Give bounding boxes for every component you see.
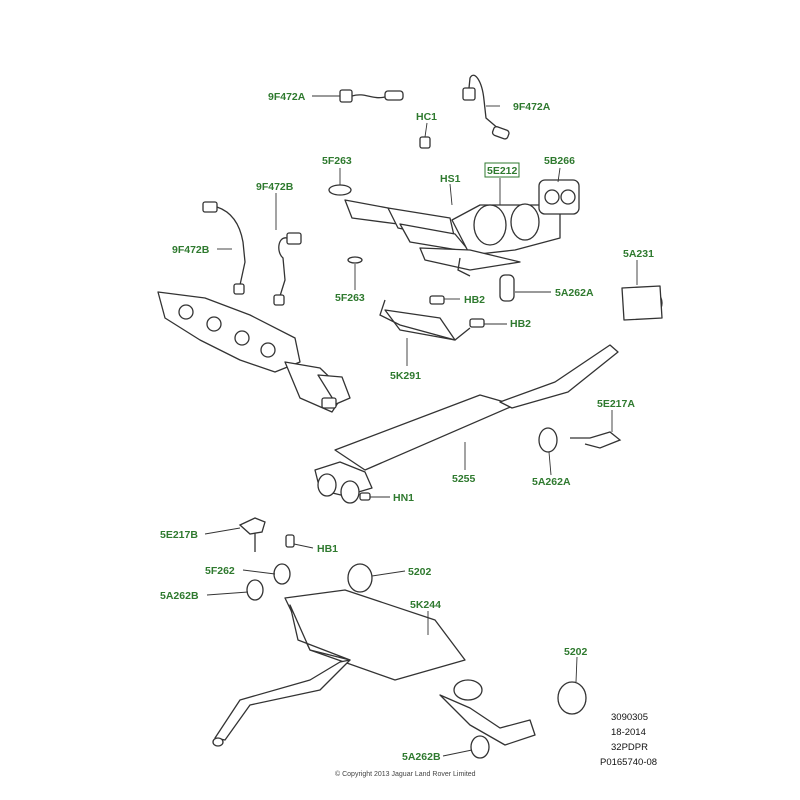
label-5202-right: 5202 [564, 646, 588, 658]
mounting-5a231 [621, 285, 663, 321]
label-5e212-box [484, 162, 520, 178]
label-hb1: HB1 [317, 543, 338, 555]
label-9f472b-top: 9F472B [256, 181, 294, 193]
label-hb2-top: HB2 [464, 294, 485, 306]
reference-line-4: P0165740-08 [600, 757, 657, 768]
label-9f472a-left: 9F472A [268, 91, 306, 103]
label-5e217b: 5E217B [160, 529, 198, 541]
label-5a262b-bottom: 5A262B [402, 751, 441, 763]
oxygen-sensor-harness-9f472a [339, 74, 510, 149]
heat-shield-5k291 [379, 295, 485, 341]
label-5a231: 5A231 [623, 248, 654, 260]
exhaust-manifold-left [157, 291, 351, 413]
reference-line-2: 18-2014 [611, 727, 646, 738]
oxygen-sensor-harness-9f472b [202, 201, 302, 306]
rear-muffler-5k244 [212, 517, 587, 759]
label-5e217a: 5E217A [597, 398, 635, 410]
label-5202-top: 5202 [408, 566, 432, 578]
label-5a262a-bottom: 5A262A [532, 476, 571, 488]
label-hb2-bottom: HB2 [510, 318, 531, 330]
label-hs1: HS1 [440, 173, 461, 185]
label-hc1: HC1 [416, 111, 437, 123]
catalytic-converter-assembly [328, 179, 580, 302]
label-9f472a-right: 9F472A [513, 101, 551, 113]
reference-line-1: 3090305 [611, 712, 648, 723]
part-labels: 9F472A 9F472A HC1 5F263 HS1 5E212 5B266 … [160, 91, 654, 763]
copyright-notice: © Copyright 2013 Jaguar Land Rover Limit… [335, 770, 476, 778]
label-5a262b-left: 5A262B [160, 590, 199, 602]
reference-line-3: 32PDPR [611, 742, 648, 753]
label-5f263-bottom: 5F263 [335, 292, 365, 304]
label-hn1: HN1 [393, 492, 414, 504]
label-5a262a-top: 5A262A [555, 287, 594, 299]
label-5k244: 5K244 [410, 599, 441, 611]
label-5f262: 5F262 [205, 565, 235, 577]
label-5f263-top: 5F263 [322, 155, 352, 167]
label-9f472b-left: 9F472B [172, 244, 210, 256]
label-5b266: 5B266 [544, 155, 575, 167]
leader-lines [204, 95, 638, 757]
intermediate-pipe-5255 [314, 344, 622, 504]
label-5255: 5255 [452, 473, 476, 485]
reference-block: 3090305 18-2014 32PDPR P0165740-08 [600, 712, 657, 768]
label-5e212: 5E212 [487, 165, 518, 177]
label-5k291: 5K291 [390, 370, 421, 382]
